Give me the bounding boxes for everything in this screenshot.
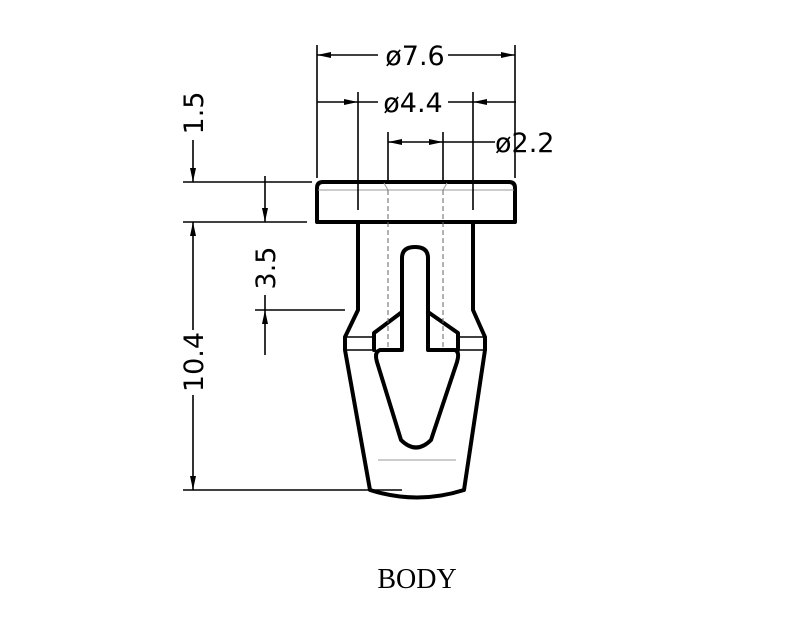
dim-hole-diameter: ø2.2 [495,128,554,159]
dim-shank-length: 3.5 [251,247,282,290]
dimension-lines [183,45,516,491]
dim-body-length: 10.4 [179,332,210,392]
part-outline [315,180,517,500]
drawing-caption: BODY [377,564,456,595]
dim-head-thickness: 1.5 [179,92,210,135]
dim-shank-diameter: ø4.4 [383,88,442,119]
dim-head-diameter: ø7.6 [385,41,444,72]
